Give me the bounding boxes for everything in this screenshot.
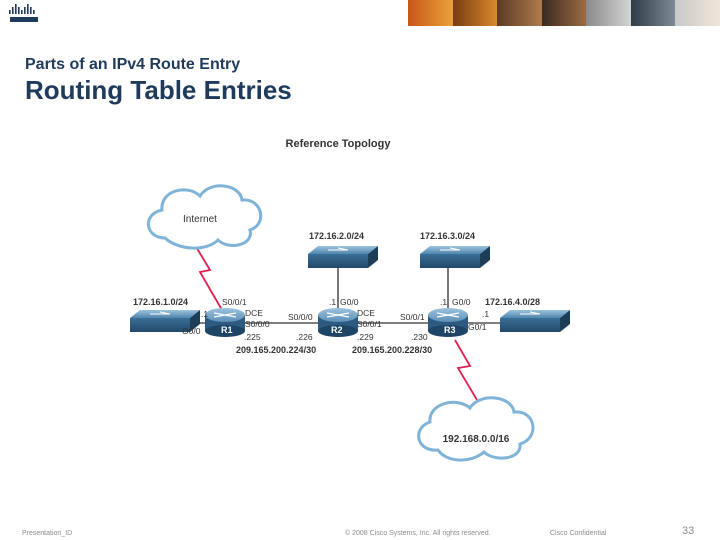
r2-dot1-label: .1 — [329, 297, 336, 307]
r1-s001-label: S0/0/1 — [222, 297, 247, 307]
link-r1-internet — [195, 245, 222, 310]
r2-s000-label: S0/0/0 — [288, 312, 313, 322]
router-r1-label: R1 — [221, 325, 233, 335]
r1-dot1-label: .1 — [201, 309, 208, 319]
r2-g00-label: G0/0 — [340, 297, 359, 307]
r2-s001-label: S0/0/1 — [357, 319, 382, 329]
switch-icon — [420, 246, 490, 268]
link2-network-label: 209.165.200.228/30 — [352, 345, 432, 355]
router-r2-label: R2 — [331, 325, 343, 335]
r1-s000-label: S0/0/0 — [245, 319, 270, 329]
r3-230-label: .230 — [411, 332, 428, 342]
remote-network-cloud-icon — [419, 398, 533, 460]
r3-g00-label: G0/0 — [452, 297, 471, 307]
r3-dot1-top-label: .1 — [440, 297, 447, 307]
s1-network-label: 172.16.1.0/24 — [133, 297, 188, 307]
r2-226-label: .226 — [296, 332, 313, 342]
s4-network-label: 172.16.4.0/28 — [485, 297, 540, 307]
link-r3-remote — [455, 340, 480, 405]
r3-g01-label: G0/1 — [468, 322, 487, 332]
s3-network-label: 172.16.3.0/24 — [420, 231, 475, 241]
r1-g00-label: G0/0 — [182, 326, 201, 336]
r1-225-label: .225 — [244, 332, 261, 342]
r2-dce-label: DCE — [357, 308, 375, 318]
r3-s001-label: S0/0/1 — [400, 312, 425, 322]
r1-dce-label: DCE — [245, 308, 263, 318]
footer-confidential: Cisco Confidential — [550, 530, 606, 537]
link1-network-label: 209.165.200.224/30 — [236, 345, 316, 355]
r3-dot1-right-label: .1 — [482, 309, 489, 319]
remote-net-label: 192.168.0.0/16 — [443, 434, 510, 445]
r2-229-label: .229 — [357, 332, 374, 342]
switch-icon — [500, 310, 570, 332]
switch-icon — [308, 246, 378, 268]
s2-network-label: 172.16.2.0/24 — [309, 231, 364, 241]
footer-copyright: © 2008 Cisco Systems, Inc. All rights re… — [345, 530, 491, 537]
diagram-title: Reference Topology — [286, 138, 392, 150]
page-number: 33 — [682, 525, 694, 537]
router-r3-label: R3 — [444, 325, 456, 335]
footer-presentation-id: Presentation_ID — [22, 530, 72, 537]
internet-label: Internet — [183, 214, 217, 225]
